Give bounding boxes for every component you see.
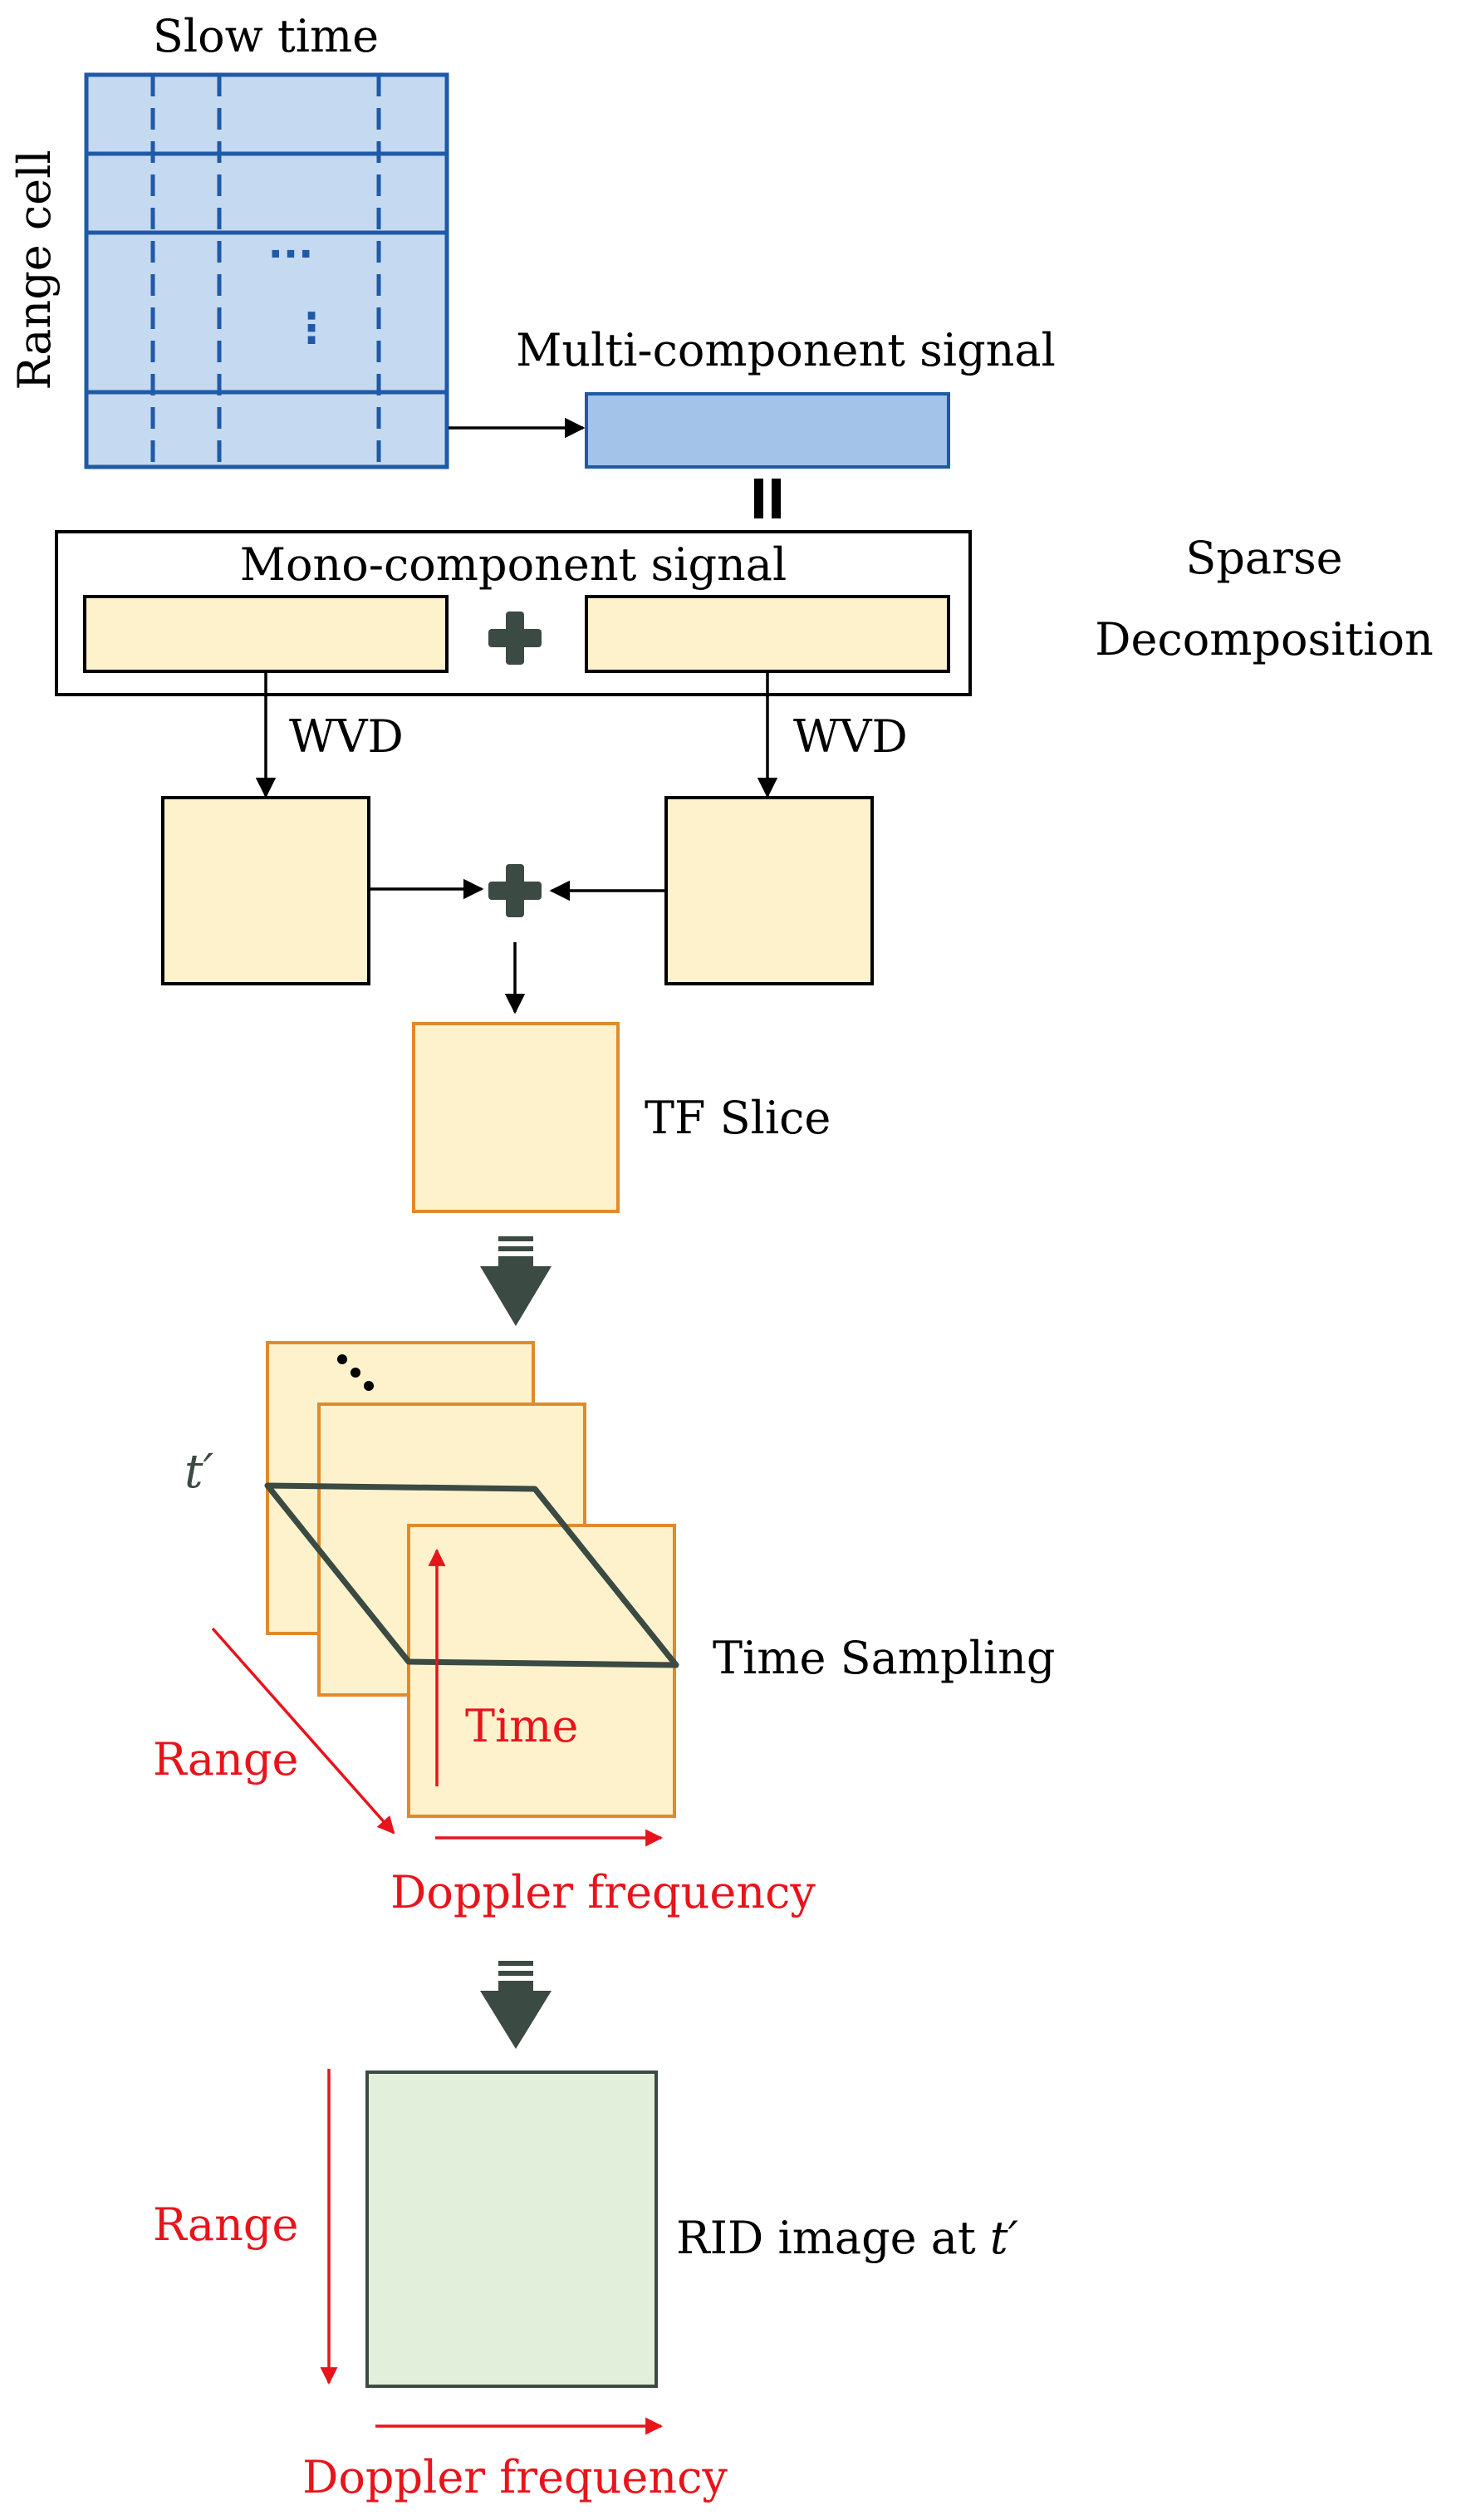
matrix-horizontal-ellipsis: ···: [268, 231, 314, 278]
rid-image-square: [365, 2071, 658, 2388]
equals-icon: [754, 479, 781, 518]
multi-component-label: Multi-component signal: [516, 324, 1056, 376]
time-sampling-plane: [264, 1482, 679, 1668]
wvd-label-left: WVD: [289, 710, 404, 763]
t-prime-label: t′: [184, 1445, 214, 1499]
sparse-label: Sparse: [1185, 532, 1342, 584]
down-arrow-icon: [480, 1236, 552, 1326]
wvd-label-right: WVD: [793, 710, 908, 763]
range-axis-label-2d: Range: [153, 2198, 298, 2251]
plus-icon: [488, 864, 542, 917]
doppler-axis-label-2d: Doppler frequency: [302, 2451, 728, 2503]
down-arrow-icon: [480, 1961, 552, 2049]
range-axis-arrow-3d: [211, 1627, 395, 1835]
tf-slice-square: [412, 1022, 620, 1213]
rid-image-label-var: t′: [990, 2212, 1018, 2264]
rid-image-label-prefix: RID image at: [676, 2212, 990, 2264]
mono-component-bar-left: [83, 595, 449, 673]
rid-image-label: RID image at t′: [676, 2212, 1018, 2264]
tf-slice-label: TF Slice: [645, 1092, 831, 1144]
wvd-square-right: [664, 796, 874, 985]
plus-icon: [488, 612, 542, 665]
mono-component-label: Mono-component signal: [240, 538, 787, 591]
wvd-square-left: [161, 796, 370, 985]
matrix-vertical-ellipsis: ⋮: [291, 304, 332, 352]
decomposition-label-text: Decomposition: [1095, 613, 1434, 666]
time-sampling-label: Time Sampling: [713, 1632, 1055, 1684]
range-axis-label-3d: Range: [153, 1733, 298, 1786]
time-axis-label: Time: [465, 1700, 578, 1752]
stack-ellipsis: [337, 1354, 374, 1391]
doppler-axis-label-3d: Doppler frequency: [390, 1866, 816, 1918]
range-cell-label: Range cell: [8, 150, 61, 390]
mono-component-bar-right: [585, 595, 950, 673]
range-slow-time-matrix: ··· ⋮: [84, 72, 449, 469]
slow-time-label: Slow time: [153, 10, 379, 62]
stacked-tf-slices: [266, 1341, 676, 1818]
multi-component-bar: [585, 392, 950, 469]
